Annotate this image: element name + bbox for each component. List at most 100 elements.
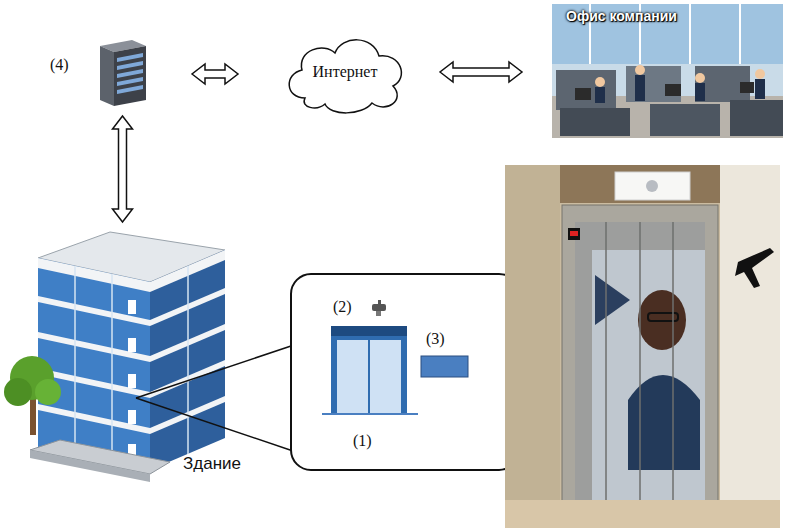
elevator-photo [638,290,686,350]
building-illustration [128,374,136,388]
elevator-photo [505,500,780,528]
server-icon [117,85,143,94]
elevator-photo [615,172,690,200]
building-illustration [38,404,150,434]
callout-number: (2) [333,298,352,316]
building-illustration [74,266,76,456]
server-icon [117,77,143,86]
elevator-symbol [322,413,418,415]
office-picture [650,104,720,136]
office-picture [695,83,705,101]
office-picture [595,77,605,87]
elevator-photo [735,248,774,288]
server-node: (4) [95,38,150,110]
elevator-photo [720,165,780,528]
office-picture [552,4,783,138]
elevator-photo [639,222,641,528]
office-picture [739,4,741,64]
server-icon [114,46,146,106]
building-illustration [38,296,150,326]
office-picture [695,73,705,83]
office-picture [560,108,630,136]
callout-number: (1) [353,432,372,450]
building-illustration [38,258,150,470]
elevator-photo [672,222,674,528]
callout-box [291,274,519,470]
elevator-photo [505,165,780,528]
office-picture [552,4,783,138]
elevator-photo [505,165,780,528]
double-arrow [192,64,238,84]
building-illustration [187,266,189,454]
elevator-symbol [368,340,370,414]
display-screen [421,356,468,377]
office-picture [730,100,783,136]
office-picture [755,79,765,99]
elevator-photo [595,275,630,325]
building-illustration [30,395,36,435]
elevator-photo [570,231,578,236]
office-picture [552,4,783,64]
elevator-photo [562,205,718,528]
building-illustration [75,266,188,464]
elevator-symbol [331,326,407,336]
server-icon [117,69,143,78]
callout-leader [136,346,296,452]
office-picture-node: Офис компании [552,4,783,138]
elevator-photo [628,375,700,470]
office-picture [755,69,765,79]
camera-symbol [378,300,381,304]
elevator-photo [606,222,673,528]
office-picture [665,84,681,96]
elevator-photo [646,180,658,192]
camera-symbol [372,304,386,311]
office-picture [689,4,691,64]
server-icon [117,61,143,70]
server-icon [117,53,143,62]
elevator-photo [568,228,580,240]
office-picture [626,66,681,102]
node-text: (4) [50,56,69,74]
elevator-symbol [337,340,401,414]
building-illustration [35,379,61,405]
node-text: Интернет [313,63,378,81]
server-icon [117,53,143,94]
building-illustration [128,300,136,314]
building-illustration [38,332,150,362]
node-text: Офис компании [566,8,677,24]
server-icon [100,40,146,106]
double-arrow [113,116,133,222]
building-illustration [38,258,150,292]
display-screen [421,356,468,377]
camera-symbol [372,300,386,316]
office-picture [595,65,765,87]
elevator-symbol [331,326,407,414]
office-picture [740,82,754,93]
building-illustration [111,274,113,464]
elevator-symbol [322,326,418,414]
building-illustration [30,450,150,482]
office-picture [595,75,765,103]
callout-leader [136,398,296,452]
building-node: Здание [15,228,230,484]
building-illustration [150,250,225,470]
office-picture [575,88,591,100]
building-illustration [4,232,225,482]
elevator-photo [505,165,560,528]
callout-leader [136,346,291,398]
office-picture [595,87,605,103]
elevator-photo [592,250,705,500]
internet-cloud: Интернет [280,28,410,116]
office-picture [635,75,645,101]
building-illustration [128,410,136,424]
elevator-photo [575,222,705,528]
office-picture [556,70,616,110]
camera-symbol [376,311,381,316]
building-illustration [4,378,32,406]
office-picture [635,65,645,75]
building-illustration [38,250,225,434]
node-text: Здание [183,454,241,474]
double-arrow [440,62,522,82]
callout-box [291,274,519,470]
building-illustration [128,300,136,458]
